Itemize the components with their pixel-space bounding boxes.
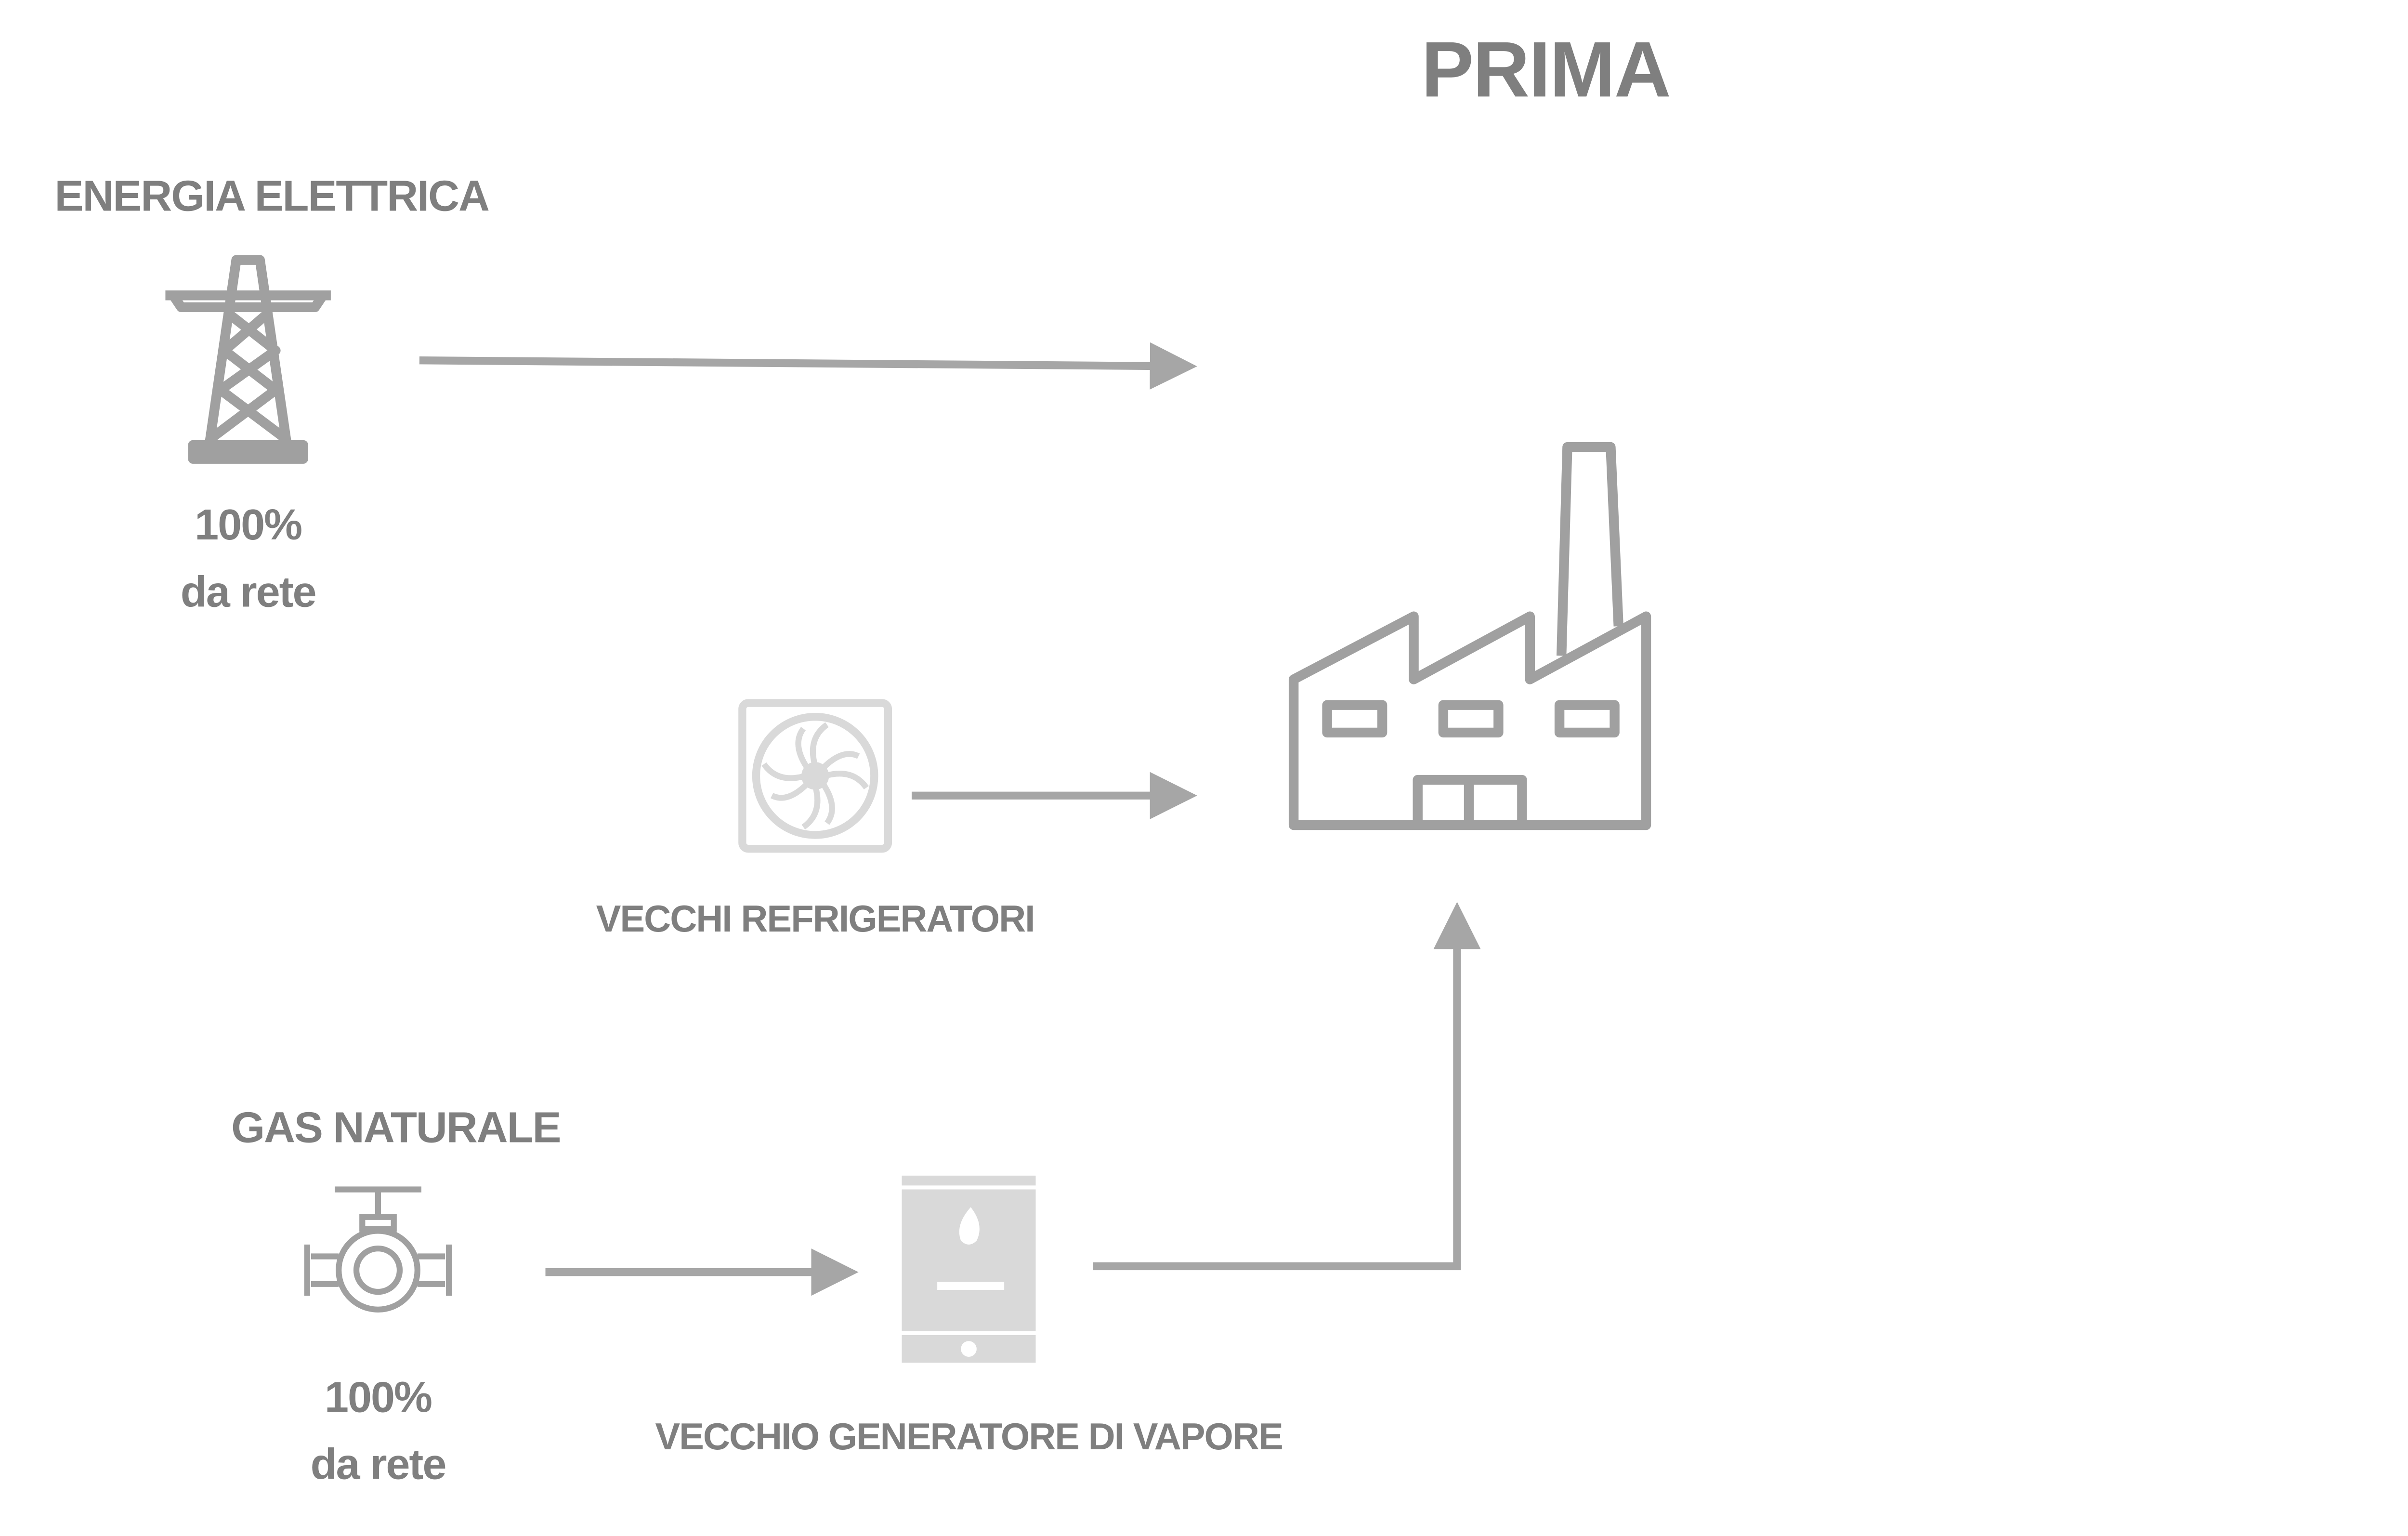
diagram-title: PRIMA [1421, 27, 1671, 115]
electricity-percent: 100% [195, 500, 302, 550]
gas-source: da rete [310, 1439, 447, 1489]
power-tower-icon [165, 255, 331, 464]
electricity-arrow [419, 342, 1197, 390]
chillers-label: VECCHI REFRIGERATORI [596, 900, 1035, 942]
gas-label: GAS NATURALE [231, 1103, 561, 1152]
steam-arrow [1093, 902, 1481, 1271]
factory-icon [1288, 442, 1651, 830]
boiler-icon [902, 1175, 1036, 1363]
steam-label: VECCHIO GENERATORE DI VAPORE [655, 1418, 1283, 1459]
gas-valve-icon [304, 1186, 452, 1313]
fan-unit-icon [738, 699, 892, 853]
gas-percent: 100% [325, 1372, 432, 1422]
electricity-label: ENERGIA ELETTRICA [54, 171, 489, 221]
electricity-source: da rete [180, 567, 317, 617]
